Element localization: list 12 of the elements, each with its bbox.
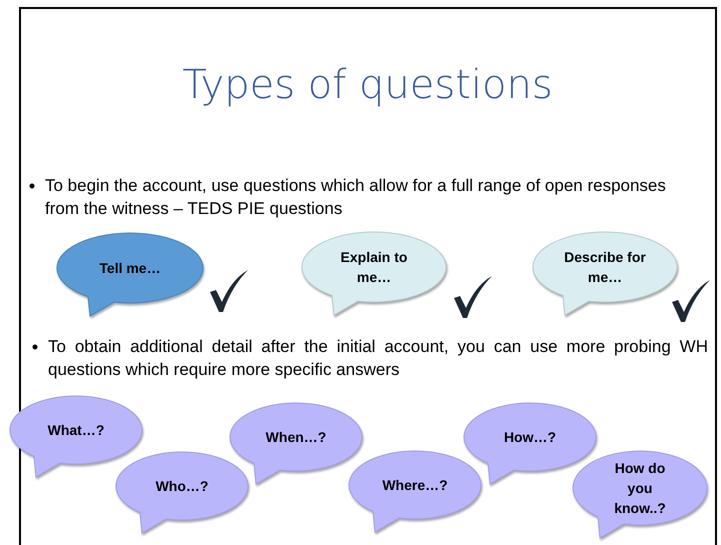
slide-title: Types of questions	[181, 62, 554, 108]
question-text: Who…?	[156, 477, 208, 496]
question-text: What…?	[48, 421, 104, 440]
question-text: How…?	[504, 428, 556, 447]
question-text: Tell me…	[99, 259, 161, 278]
question-text: Explain to me…	[340, 248, 408, 287]
question-text: When…?	[266, 428, 326, 447]
question-text: Where…?	[382, 476, 448, 495]
question-text: Describe for me…	[563, 248, 647, 287]
bullet-text: To begin the account, use questions which allow for a full range of open responses from the witness – TEDS PIE questions	[45, 175, 667, 220]
question-text: How do you know..?	[613, 459, 667, 518]
bullet-text: To obtain additional detail after the initial account, you can use more probing WH questions which require more specific answers	[48, 336, 708, 381]
